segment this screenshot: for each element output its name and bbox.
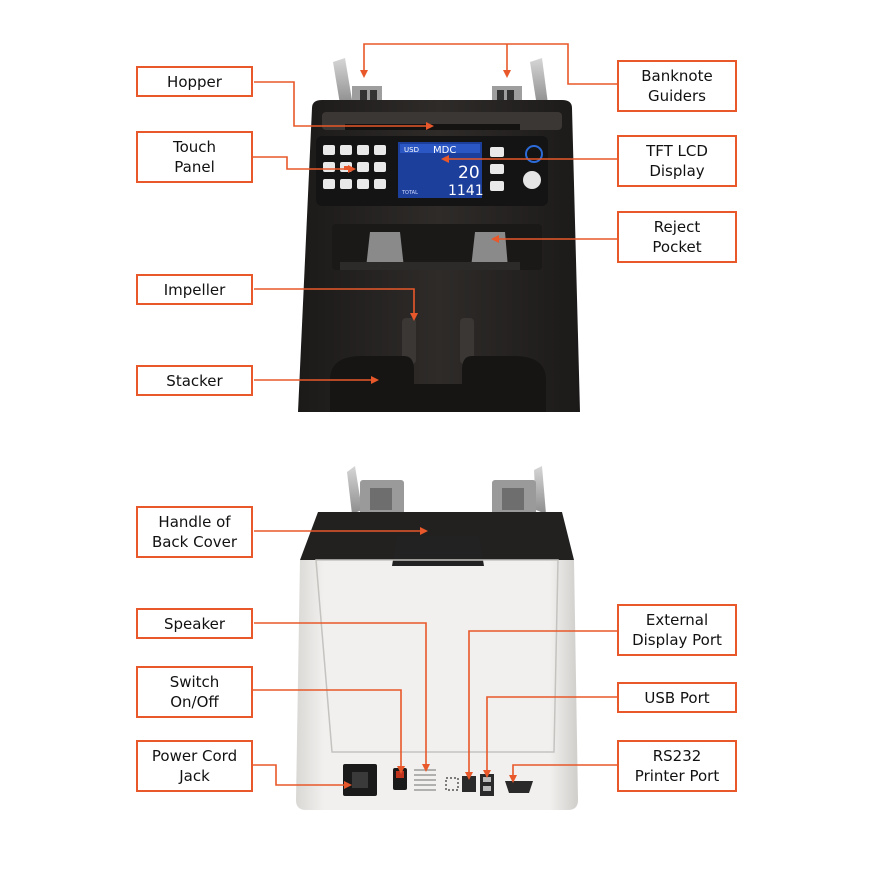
line-speaker bbox=[254, 622, 430, 772]
brand-logo bbox=[523, 171, 541, 189]
callout-switch-on-off: Switch On/Off bbox=[136, 666, 253, 718]
line-usb bbox=[483, 696, 617, 778]
callout-speaker: Speaker bbox=[136, 608, 253, 639]
line-impeller bbox=[254, 288, 418, 321]
line-guider-left bbox=[360, 43, 617, 85]
callout-external-display-port: External Display Port bbox=[617, 604, 737, 656]
connector-lines bbox=[253, 43, 617, 789]
handle-of-back-cover bbox=[392, 536, 484, 566]
callout-handle-of-back-cover: Handle of Back Cover bbox=[136, 506, 253, 558]
callout-hopper: Hopper bbox=[136, 66, 253, 97]
front-machine-illustration: USD MDC 20 TOTAL 1141 bbox=[298, 58, 580, 412]
rear-guider-left bbox=[347, 466, 404, 516]
line-switch bbox=[253, 689, 405, 774]
callout-reject-pocket: Reject Pocket bbox=[617, 211, 737, 263]
lcd-currency: USD bbox=[404, 146, 419, 154]
rs232-port bbox=[505, 781, 533, 793]
callout-usb-port: USB Port bbox=[617, 682, 737, 713]
callout-stacker: Stacker bbox=[136, 365, 253, 396]
back-machine-illustration bbox=[296, 466, 578, 810]
line-external-display bbox=[465, 630, 617, 780]
back-cover-panel bbox=[315, 559, 559, 753]
lcd-total-label: TOTAL bbox=[401, 190, 418, 196]
stacker bbox=[330, 356, 546, 412]
rear-guider-right bbox=[492, 466, 546, 516]
callout-power-cord-jack: Power Cord Jack bbox=[136, 740, 253, 792]
line-hopper bbox=[254, 81, 434, 130]
line-rs232 bbox=[509, 764, 617, 783]
lcd-mode: MDC bbox=[433, 145, 456, 156]
callout-tft-lcd-display: TFT LCD Display bbox=[617, 135, 737, 187]
callout-banknote-guiders: Banknote Guiders bbox=[617, 60, 737, 112]
power-button-icon bbox=[525, 145, 543, 163]
callout-impeller: Impeller bbox=[136, 274, 253, 305]
reject-pocket bbox=[332, 224, 542, 270]
line-touch-panel bbox=[253, 156, 356, 173]
impeller bbox=[402, 318, 474, 364]
callout-touch-panel: Touch Panel bbox=[136, 131, 253, 183]
line-power-cord bbox=[253, 764, 352, 789]
external-display-port bbox=[462, 776, 476, 792]
rear-body bbox=[296, 560, 578, 810]
lcd-count: 20 bbox=[458, 163, 480, 183]
callout-rs232-printer-port: RS232 Printer Port bbox=[617, 740, 737, 792]
lcd-total: 1141 bbox=[448, 183, 484, 199]
